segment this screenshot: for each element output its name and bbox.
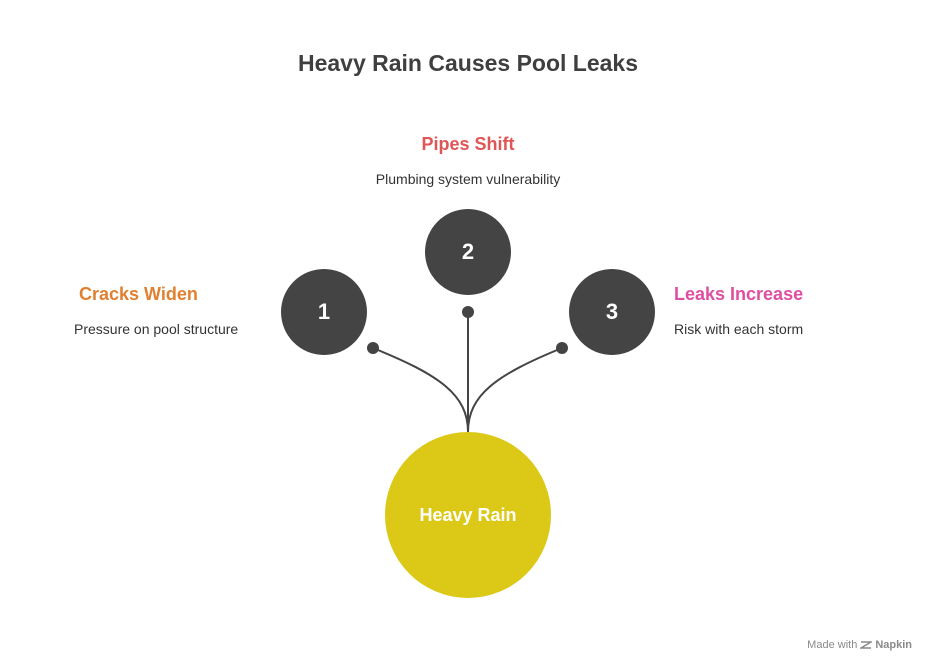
connector-dot-3 bbox=[556, 342, 568, 354]
diagram-title: Heavy Rain Causes Pool Leaks bbox=[297, 50, 639, 76]
connector-dot-1 bbox=[367, 342, 379, 354]
node-1-title: Cracks Widen bbox=[79, 284, 198, 304]
node-3-circle: 3 bbox=[569, 269, 655, 355]
connector-3 bbox=[467, 347, 563, 433]
node-1-description: Pressure on pool structure bbox=[74, 321, 239, 337]
napkin-brand-text: Napkin bbox=[875, 639, 912, 651]
hub-circle: Heavy Rain bbox=[385, 432, 551, 598]
node-3-title: Leaks Increase bbox=[674, 284, 804, 304]
node-1-circle: 1 bbox=[281, 269, 367, 355]
node-2-circle: 2 bbox=[425, 209, 511, 295]
made-with-text: Made with bbox=[807, 639, 858, 651]
hub-label: Heavy Rain bbox=[419, 504, 517, 525]
connector-dot-2 bbox=[462, 306, 474, 318]
node-3-description: Risk with each storm bbox=[674, 321, 804, 337]
node-2-title: Pipes Shift bbox=[421, 134, 515, 154]
connector-1 bbox=[372, 347, 469, 433]
node-2-description: Plumbing system vulnerability bbox=[375, 171, 561, 187]
napkin-attribution: Made with Napkin bbox=[807, 639, 912, 651]
napkin-logo-icon bbox=[860, 641, 873, 649]
